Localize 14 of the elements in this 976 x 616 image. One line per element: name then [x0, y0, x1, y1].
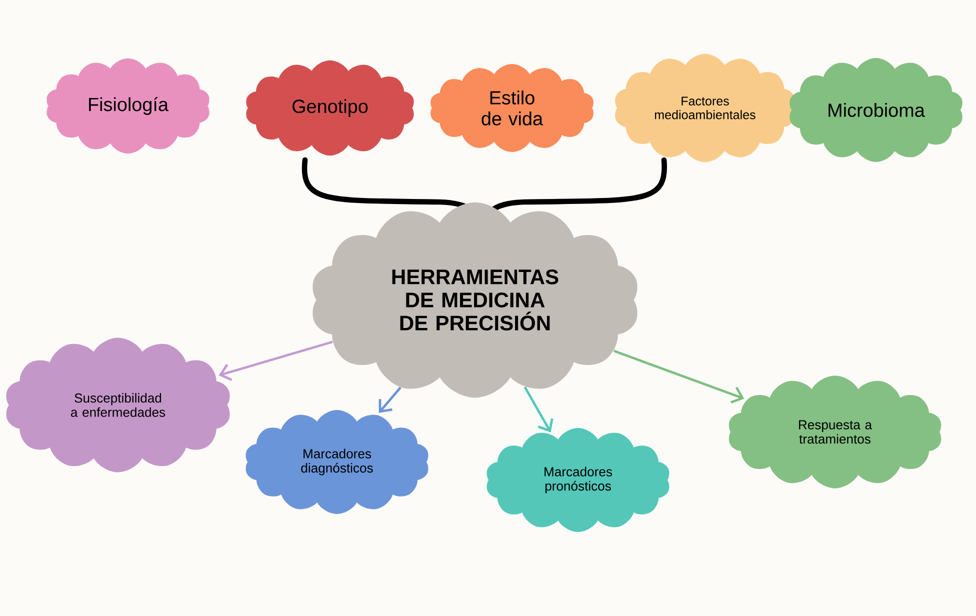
cloud-node: Factores medioambientales: [615, 54, 795, 162]
cloud-node: Marcadores pronósticos: [486, 428, 670, 532]
arrow: [378, 386, 402, 413]
cloud-node: Genotipo: [246, 60, 414, 156]
cloud-node: Fisiología: [46, 58, 210, 154]
arrow: [218, 340, 333, 381]
cloud-node: Marcadores diagnósticos: [246, 410, 428, 514]
arrow: [524, 386, 554, 432]
cloud-node: Respuesta a tratamientos: [728, 376, 942, 488]
arrow: [614, 350, 744, 404]
cloud-node: Microbioma: [790, 58, 962, 162]
cloud-node: Susceptibilidad a enfermedades: [6, 338, 230, 472]
cloud-node: Estilo de vida: [430, 64, 594, 152]
cloud-node: HERRAMIENTAS DE MEDICINA DE PRECISIÓN: [312, 202, 638, 398]
